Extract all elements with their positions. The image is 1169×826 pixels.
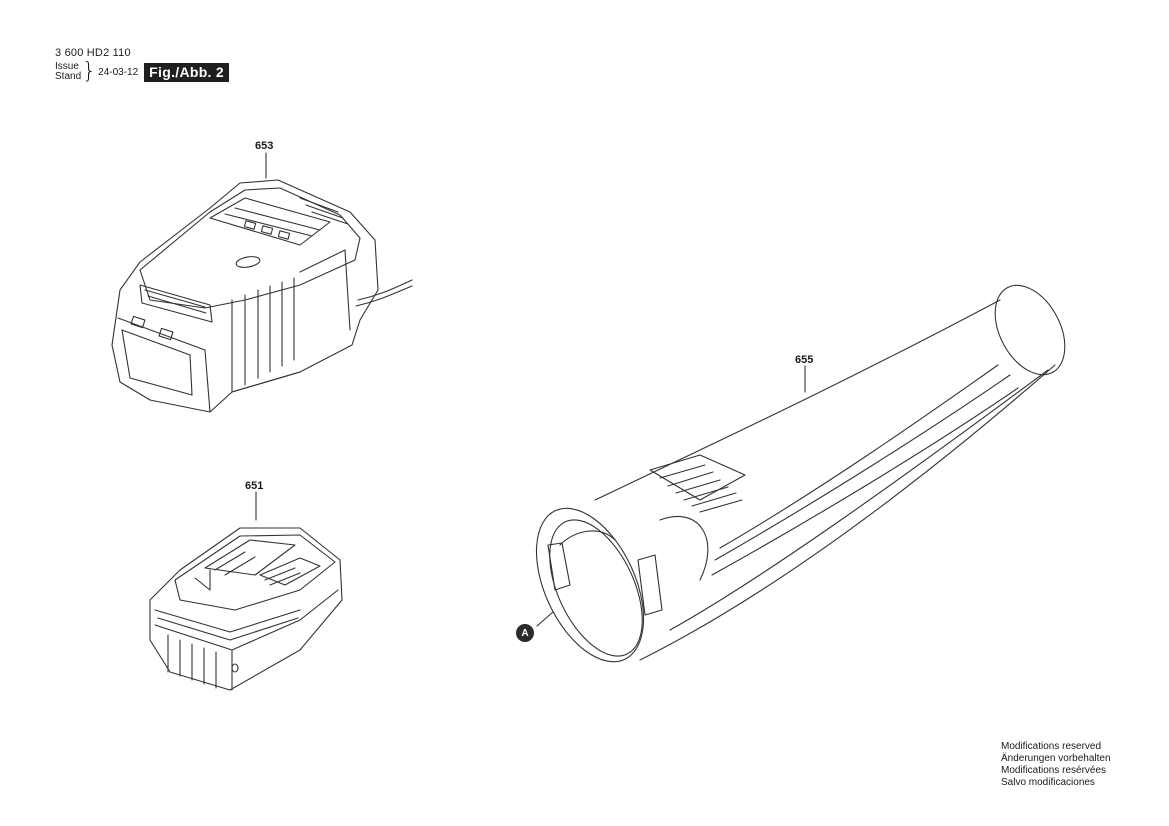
part-number-charger: 653: [255, 140, 274, 152]
modifications-line-es: Salvo modificaciones: [1001, 777, 1095, 788]
issue-block: Issue Stand } 24-03-12 Fig./Abb. 2: [55, 59, 230, 84]
modifications-line-fr: Modifications resérvées: [1001, 765, 1107, 776]
part-number-tube: 655: [795, 354, 814, 366]
brace-glyph: }: [82, 59, 97, 84]
blower-tube-drawing: [515, 274, 1079, 679]
battery-pack-drawing: [150, 492, 342, 690]
modifications-line-de: Änderungen vorbehalten: [1001, 753, 1111, 764]
callout-a: A: [516, 624, 534, 642]
figure-label: Fig./Abb. 2: [144, 62, 230, 82]
document-number: 3 600 HD2 110: [55, 47, 131, 59]
modifications-line-en: Modifications reserved: [1001, 741, 1102, 752]
modifications-notice: Modifications reserved Änderungen vorbeh…: [1001, 741, 1111, 789]
battery-charger-drawing: [112, 153, 412, 412]
issue-date: 24-03-12: [98, 66, 139, 78]
issue-label: Issue: [55, 61, 79, 72]
part-number-battery: 651: [245, 480, 264, 492]
issue-labels: Issue Stand: [55, 62, 81, 82]
stand-label: Stand: [55, 71, 82, 82]
